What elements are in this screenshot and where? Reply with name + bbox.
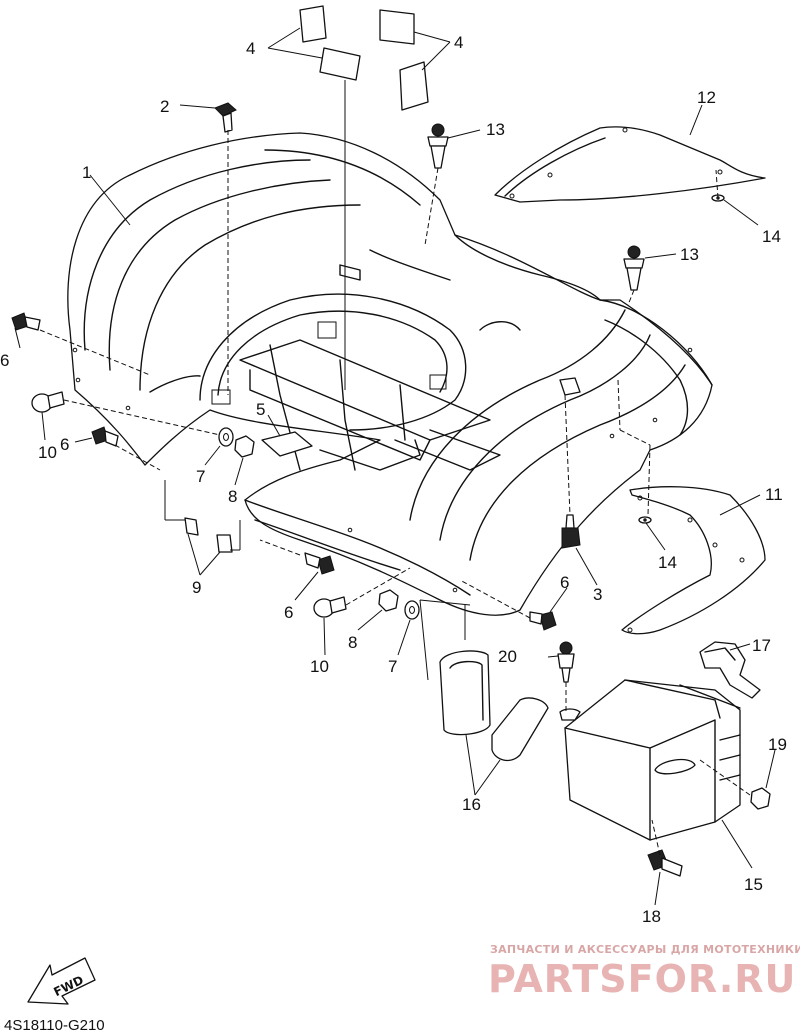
- part-14-washers: [638, 194, 725, 524]
- callout-7-a: 7: [196, 467, 205, 486]
- callout-12: 12: [697, 88, 716, 107]
- part-18-bolt: [647, 849, 683, 877]
- callout-4-right: 4: [454, 33, 463, 52]
- part-13-rivet-lower: [623, 245, 645, 291]
- inner-bracket-frame: [211, 264, 501, 471]
- part-15-tail-light: [559, 679, 741, 841]
- callout-6-a: 6: [0, 351, 9, 370]
- part-11-cover-strip: [621, 486, 766, 635]
- rear-fender-body: [67, 132, 713, 616]
- callout-6-d: 6: [560, 573, 569, 592]
- part-2-bolt: [214, 102, 237, 133]
- watermark: ЗАПЧАСТИ И АКСЕССУАРЫ ДЛЯ МОТОТЕХНИКИ PA…: [488, 943, 800, 1001]
- fwd-arrow: FWD: [27, 957, 96, 1005]
- part-4-pads: [299, 5, 429, 111]
- part-20-rivet: [557, 641, 575, 683]
- callout-2: 2: [160, 97, 169, 116]
- callout-5: 5: [256, 400, 265, 419]
- leader-lines: [14, 27, 776, 906]
- callout-10-a: 10: [38, 443, 57, 462]
- diagram-code: 4S18110-G210: [4, 1017, 105, 1033]
- part-13-rivet-upper: [427, 123, 449, 169]
- callout-11: 11: [765, 485, 783, 504]
- callout-16: 16: [462, 795, 481, 814]
- part-8-nuts: [234, 435, 399, 612]
- callout-18: 18: [642, 907, 661, 926]
- callout-14-upper: 14: [762, 227, 781, 246]
- callout-17: 17: [752, 636, 771, 655]
- callout-6-c: 6: [284, 603, 293, 622]
- callout-8-b: 8: [348, 633, 357, 652]
- callout-3: 3: [593, 585, 602, 604]
- part-6-bolts: [11, 312, 557, 631]
- part-10-nuts: [31, 391, 347, 618]
- part-17-connector: [699, 641, 761, 699]
- callout-14-lower: 14: [658, 553, 677, 572]
- callout-8-a: 8: [228, 487, 237, 506]
- part-3-rivet: [559, 377, 581, 549]
- callout-6-b: 6: [60, 435, 69, 454]
- watermark-tagline: ЗАПЧАСТИ И АКСЕССУАРЫ ДЛЯ МОТОТЕХНИКИ: [490, 943, 800, 956]
- part-12-cover-strip: [494, 126, 766, 203]
- callout-13-upper: 13: [486, 120, 505, 139]
- callout-4-left: 4: [246, 39, 255, 58]
- callout-10-b: 10: [310, 657, 329, 676]
- callout-labels: 1 2 4 4 13 13 12 14 14 11 6 10 6 7 8 9 5…: [0, 33, 787, 926]
- callout-19: 19: [768, 735, 787, 754]
- part-7-washers: [218, 427, 420, 620]
- part-5-bracket: [261, 431, 313, 457]
- assembly-guide-lines: [39, 80, 751, 856]
- callout-13-lower: 13: [680, 245, 699, 264]
- callout-9: 9: [192, 578, 201, 597]
- part-19-nut: [750, 787, 771, 810]
- watermark-brand: PARTSFOR.RU: [488, 957, 796, 1001]
- part-9-clips: [184, 517, 233, 553]
- callout-7-b: 7: [388, 657, 397, 676]
- callout-20: 20: [498, 647, 517, 666]
- part-16-lens-pads: [439, 650, 549, 762]
- callout-1: 1: [82, 163, 91, 182]
- callout-15: 15: [744, 875, 763, 894]
